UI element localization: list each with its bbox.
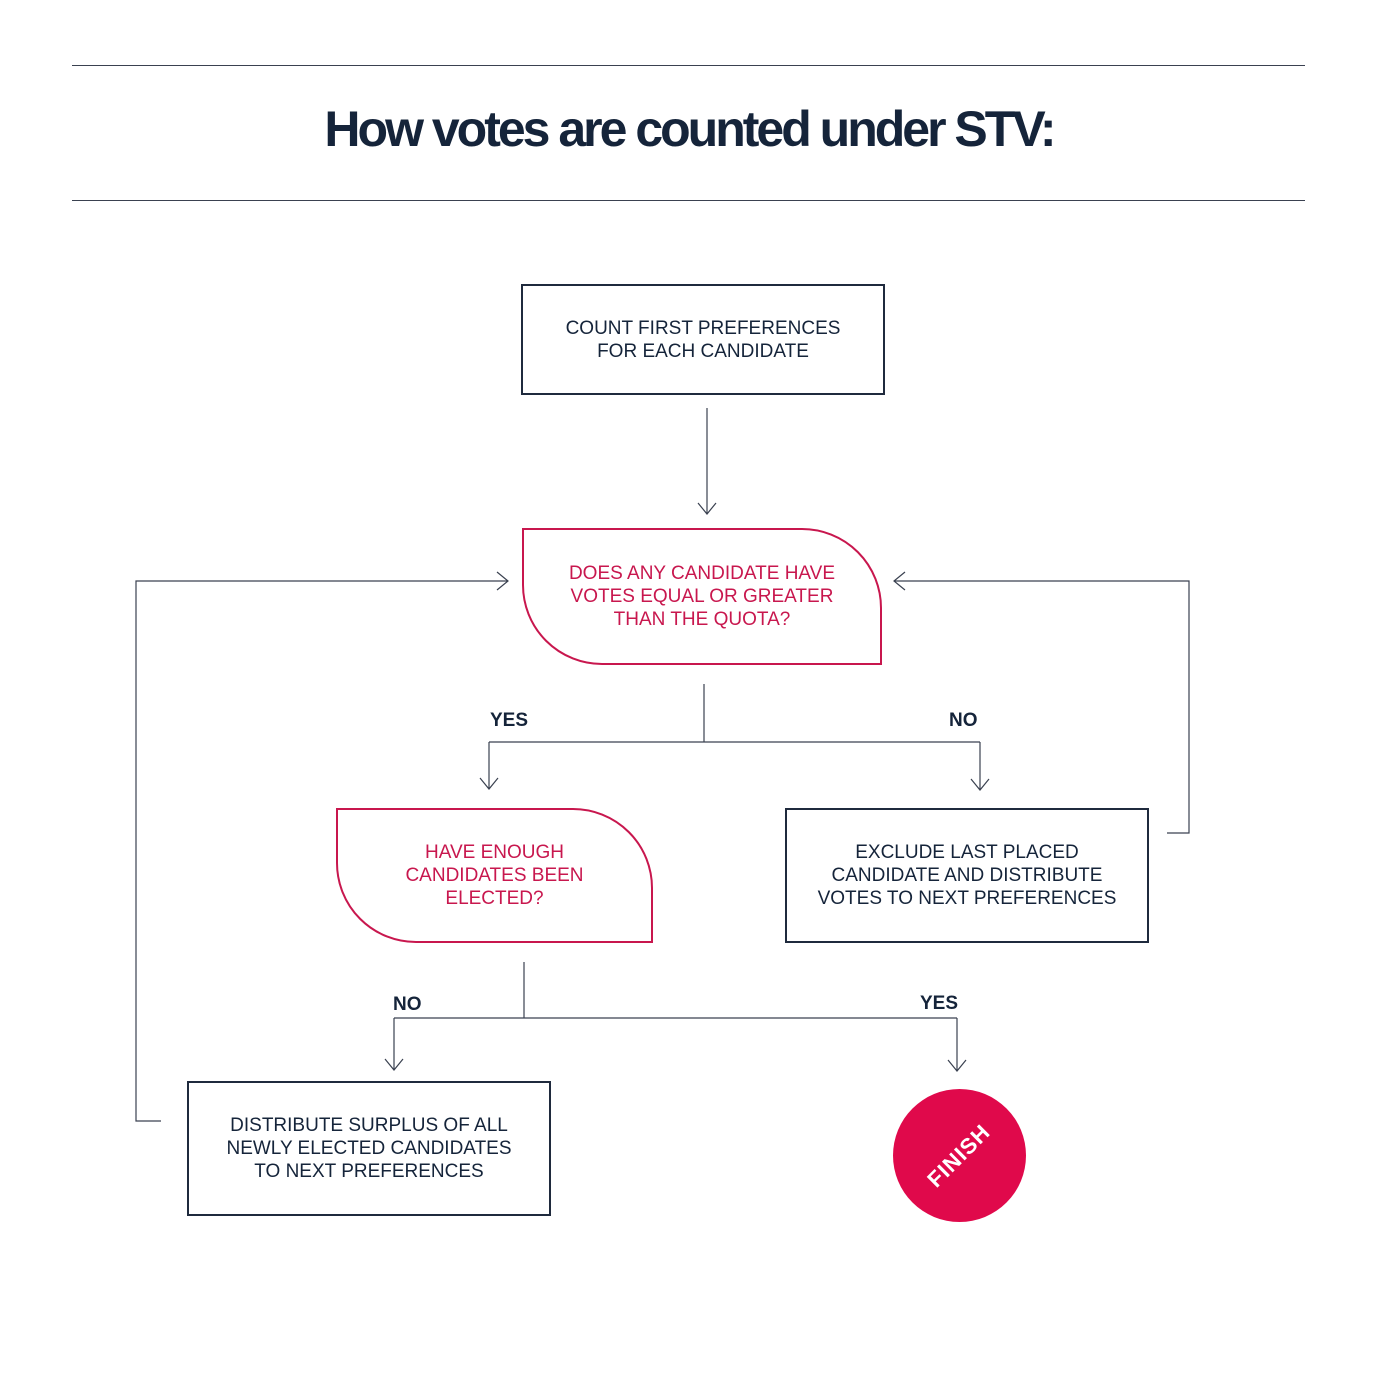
count-first-preferences-text: COUNT FIRST PREFERENCES FOR EACH CANDIDA… xyxy=(565,317,841,362)
distribute-surplus-text: DISTRIBUTE SURPLUS OF ALL NEWLY ELECTED … xyxy=(226,1115,512,1182)
finish-text: FINISH xyxy=(922,1118,996,1192)
page-title: How votes are counted under STV: xyxy=(324,101,1056,157)
arrowhead-enough-top xyxy=(479,777,499,790)
quota-no-label: NO xyxy=(949,710,978,731)
loop-surplus-to-quota xyxy=(135,580,508,1122)
loop-exclude-to-quota xyxy=(894,580,1190,834)
enough-no-label: NO xyxy=(393,994,422,1015)
count-first-preferences-box: COUNT FIRST PREFERENCES FOR EACH CANDIDA… xyxy=(521,284,885,395)
arrowhead-surplus-top xyxy=(384,1058,404,1071)
arrowhead-quota-left xyxy=(496,571,509,591)
exclude-last-placed-box: EXCLUDE LAST PLACED CANDIDATE AND DISTRI… xyxy=(785,808,1149,943)
top-rule xyxy=(72,65,1305,66)
enough-elected-decision: HAVE ENOUGH CANDIDATES BEEN ELECTED? xyxy=(336,808,653,943)
distribute-surplus-box: DISTRIBUTE SURPLUS OF ALL NEWLY ELECTED … xyxy=(187,1081,551,1216)
arrowhead-quota-right xyxy=(893,571,906,591)
title-underline-rule xyxy=(72,200,1305,201)
finish-badge: FINISH xyxy=(893,1089,1026,1222)
arrowhead-finish-top xyxy=(947,1059,967,1072)
arrowhead-quota-top xyxy=(697,502,717,515)
quota-yes-label: YES xyxy=(490,710,529,731)
quota-question-decision: DOES ANY CANDIDATE HAVE VOTES EQUAL OR G… xyxy=(522,528,882,665)
quota-question-text: DOES ANY CANDIDATE HAVE VOTES EQUAL OR G… xyxy=(568,563,836,630)
arrowhead-exclude-top xyxy=(970,778,990,791)
enough-elected-text: HAVE ENOUGH CANDIDATES BEEN ELECTED? xyxy=(405,842,584,909)
enough-yes-label: YES xyxy=(920,993,959,1014)
exclude-last-placed-text: EXCLUDE LAST PLACED CANDIDATE AND DISTRI… xyxy=(817,842,1117,909)
